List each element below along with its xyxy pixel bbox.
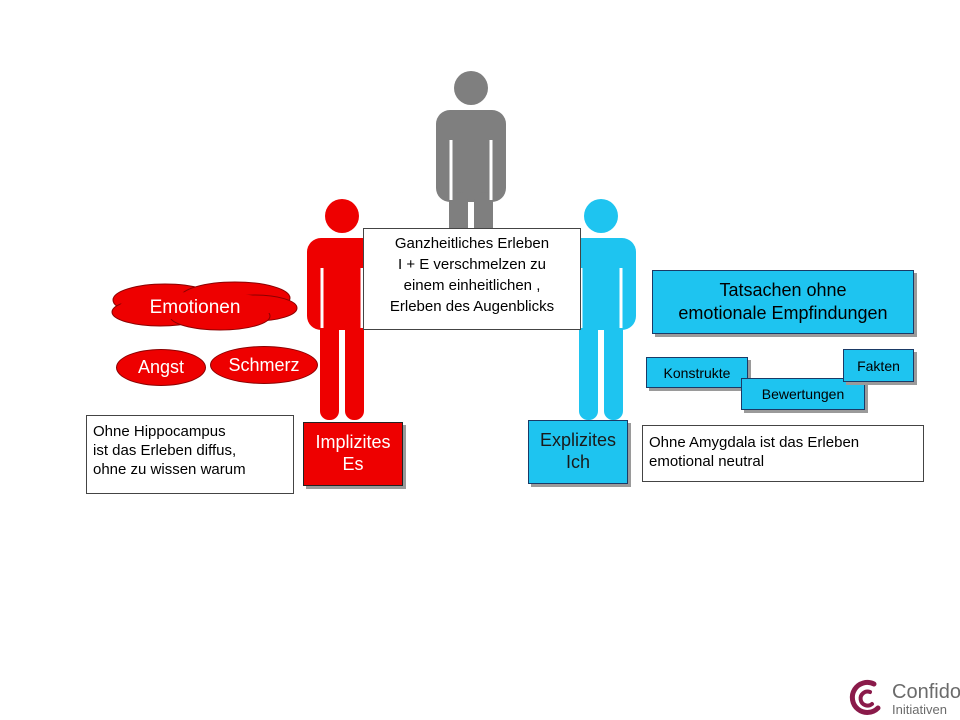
tatsachen-box: Tatsachen ohne emotionale Empfindungen [652, 270, 914, 334]
cyan-person-figure [566, 199, 636, 420]
hippocampus-note-line-2: ist das Erleben diffus, [93, 441, 237, 459]
tatsachen-line-1: Tatsachen ohne [719, 279, 847, 300]
implizites-line-1: Implizites [315, 432, 391, 453]
konstrukte-tag: Konstrukte [646, 357, 748, 388]
hippocampus-note-line-1: Ohne Hippocampus [93, 423, 226, 440]
center-note-line-4: Erleben des Augenblicks [389, 298, 555, 315]
center-note-line-2: I + E verschmelzen zu [398, 256, 546, 273]
bewertungen-tag: Bewertungen [741, 378, 865, 410]
fakten-tag: Fakten [843, 349, 914, 382]
schmerz-oval: Schmerz [210, 346, 318, 384]
red-person-figure [307, 199, 377, 420]
emotionen-cloud-shape [111, 281, 298, 331]
amygdala-note: Ohne Amygdala ist das Erleben emotional … [642, 425, 924, 482]
konstrukte-label: Konstrukte [663, 364, 731, 381]
logo-text-confido: Confido [892, 681, 960, 703]
emotionen-label: Emotionen [149, 297, 241, 318]
amygdala-note-line-1: Ohne Amygdala ist das Erleben [649, 434, 860, 451]
bewertungen-label: Bewertungen [761, 386, 845, 402]
explizites-ich-label: Explizites Ich [528, 420, 628, 484]
amygdala-note-line-2: emotional neutral [649, 452, 765, 470]
fakten-label: Fakten [857, 357, 900, 374]
implizites-line-2: Es [342, 454, 364, 474]
tatsachen-line-2: emotionale Empfindungen [678, 303, 888, 323]
angst-label: Angst [137, 357, 185, 377]
center-note-box: Ganzheitliches Erleben I + E verschmelze… [363, 228, 581, 330]
explizites-line-2: Ich [565, 452, 590, 472]
schmerz-label: Schmerz [228, 354, 300, 375]
hippocampus-note: Ohne Hippocampus ist das Erleben diffus,… [86, 415, 294, 494]
logo-text-initiativen: Initiativen [892, 702, 947, 717]
confido-logo-icon [849, 679, 881, 715]
implizites-es-label: Implizites Es [303, 422, 403, 486]
explizites-line-1: Explizites [539, 430, 617, 451]
center-note-line-3: einem einheitlichen , [403, 277, 541, 294]
angst-oval: Angst [116, 349, 206, 386]
center-note-line-1: Ganzheitliches Erleben [394, 235, 550, 252]
hippocampus-note-line-3: ohne zu wissen warum [93, 460, 246, 478]
